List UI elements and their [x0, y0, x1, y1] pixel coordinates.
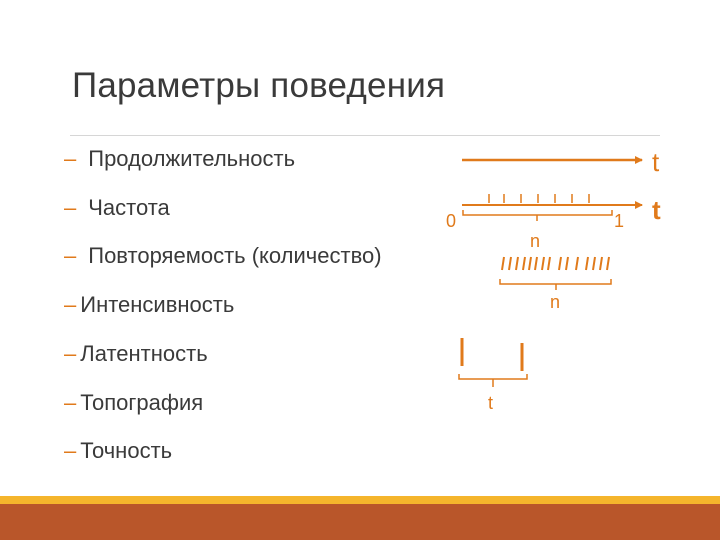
list-item-intensity: –Интенсивность — [64, 294, 234, 316]
latency-bracket — [458, 374, 528, 380]
footer-accent-stripe — [0, 496, 720, 504]
item-label: Повторяемость (количество) — [88, 243, 382, 268]
bullet-dash: – — [64, 390, 77, 415]
duration-time-label: t — [652, 147, 660, 177]
list-item-topography: –Топография — [64, 392, 203, 414]
bullet-dash: – — [64, 292, 77, 317]
event-tick — [508, 256, 512, 271]
event-tick — [528, 256, 532, 271]
repetition-ticks — [501, 256, 610, 271]
latency-diagram: t — [458, 338, 528, 413]
event-tick — [541, 256, 545, 271]
footer-bar — [0, 504, 720, 540]
event-tick — [547, 256, 551, 271]
event-tick — [575, 256, 579, 271]
item-label: Точность — [80, 438, 173, 463]
item-label: Латентность — [80, 341, 208, 366]
repetition-diagram: n — [499, 256, 612, 312]
list-item-duration: –Продолжительность — [64, 148, 295, 170]
item-label: Интенсивность — [80, 292, 235, 317]
item-label: Топография — [80, 390, 204, 415]
list-item-latency: –Латентность — [64, 343, 208, 365]
bullet-dash: – — [64, 438, 77, 463]
slide-title: Параметры поведения — [72, 66, 446, 105]
repetition-count-label: n — [550, 292, 560, 312]
list-item-accuracy: –Точность — [64, 440, 172, 462]
latency-time-label: t — [488, 393, 493, 413]
frequency-ticks — [488, 194, 590, 203]
frequency-diagram: t 0 1 n — [446, 194, 661, 251]
item-label: Частота — [88, 195, 170, 220]
event-tick — [606, 256, 610, 271]
bullet-dash: – — [64, 341, 77, 366]
title-divider — [70, 135, 660, 136]
bullet-dash: – — [64, 195, 77, 220]
frequency-end-label: 1 — [614, 211, 624, 231]
event-tick — [522, 256, 526, 271]
list-item-frequency: –Частота — [64, 197, 170, 219]
duration-diagram: t — [462, 147, 660, 177]
frequency-count-label: n — [530, 231, 540, 251]
frequency-interval-bracket — [462, 210, 613, 216]
event-tick — [515, 256, 519, 271]
bullet-dash: – — [64, 146, 77, 171]
list-item-repetition: –Повторяемость (количество) — [64, 245, 382, 267]
item-label: Продолжительность — [88, 146, 296, 171]
event-tick — [558, 256, 562, 271]
frequency-start-label: 0 — [446, 211, 456, 231]
event-tick — [599, 256, 603, 271]
event-tick — [501, 256, 505, 271]
frequency-time-label: t — [652, 195, 661, 225]
event-tick — [534, 256, 538, 271]
repetition-bracket — [499, 279, 612, 285]
event-tick — [592, 256, 596, 271]
event-tick — [585, 256, 589, 271]
bullet-dash: – — [64, 243, 77, 268]
event-tick — [565, 256, 569, 271]
